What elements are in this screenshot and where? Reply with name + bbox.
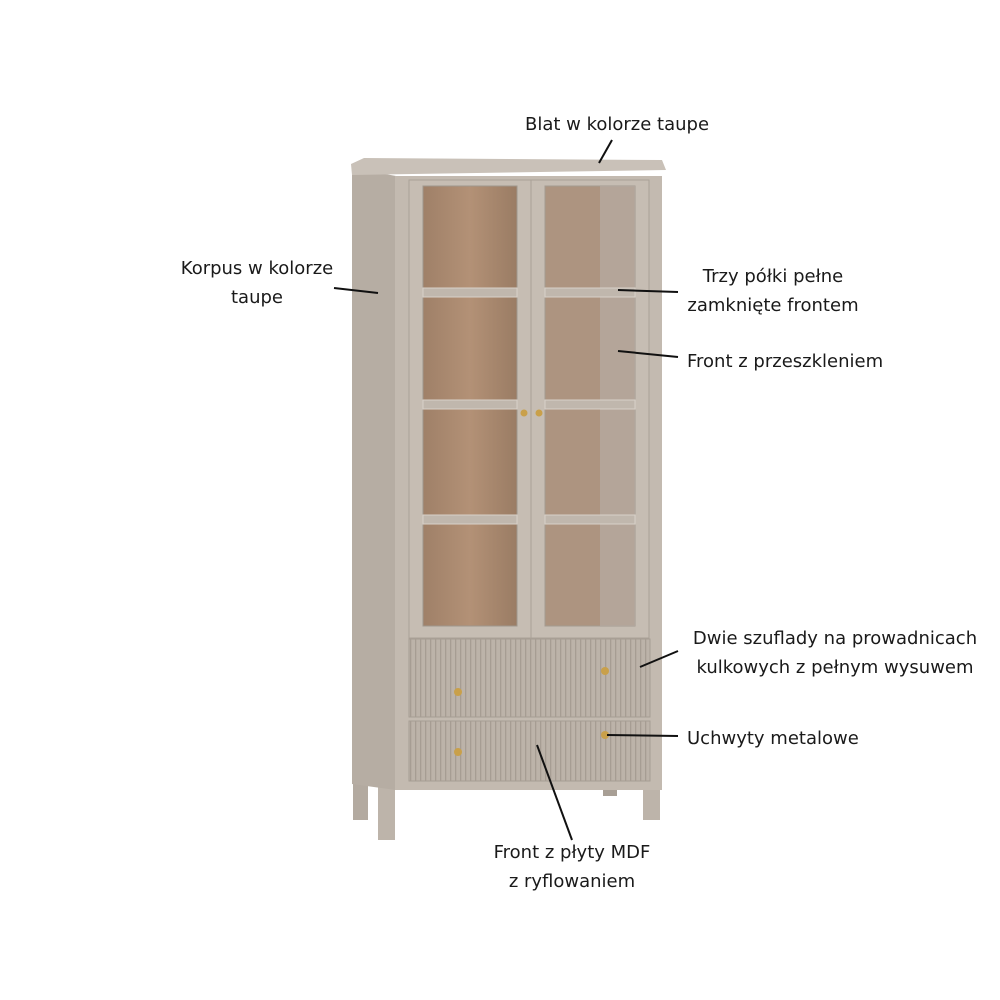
label-text: Dwie szuflady na prowadnicach bbox=[692, 628, 978, 649]
label-glass-front: Front z przeszkleniem bbox=[687, 347, 883, 376]
label-text: zamknięte frontem bbox=[687, 295, 859, 316]
label-text: Trzy półki pełne bbox=[702, 266, 844, 287]
label-drawers: Dwie szuflady na prowadnicach kulkowych z… bbox=[693, 624, 977, 682]
label-text: Front z przeszkleniem bbox=[687, 351, 884, 372]
drawer-bottom bbox=[408, 720, 651, 782]
label-text: z ryflowaniem bbox=[508, 871, 636, 892]
door-knob-right bbox=[535, 409, 543, 417]
label-text: Korpus w kolorze bbox=[180, 258, 334, 279]
side-panel bbox=[352, 168, 396, 790]
shelves bbox=[422, 287, 636, 525]
label-text: Front z płyty MDF bbox=[493, 842, 651, 863]
label-shelves: Trzy półki pełne zamknięte frontem bbox=[687, 262, 858, 320]
leg-back-left bbox=[353, 780, 368, 820]
label-text: Blat w kolorze taupe bbox=[524, 114, 710, 135]
leader-lines bbox=[333, 139, 679, 841]
leg-front-left bbox=[378, 780, 395, 840]
label-body: Korpus w kolorze taupe bbox=[181, 254, 333, 312]
door-knob-left bbox=[520, 409, 528, 417]
cabinet-top bbox=[351, 158, 666, 175]
drawer-handles bbox=[454, 667, 609, 756]
label-top: Blat w kolorze taupe bbox=[525, 110, 709, 139]
label-text: Uchwyty metalowe bbox=[687, 728, 859, 749]
label-mdf-front: Front z płyty MDF z ryflowaniem bbox=[494, 838, 651, 896]
label-handles: Uchwyty metalowe bbox=[687, 724, 859, 753]
label-text: taupe bbox=[231, 287, 283, 308]
drawer-top bbox=[408, 638, 651, 718]
label-text: kulkowych z pełnym wysuwem bbox=[696, 657, 974, 678]
